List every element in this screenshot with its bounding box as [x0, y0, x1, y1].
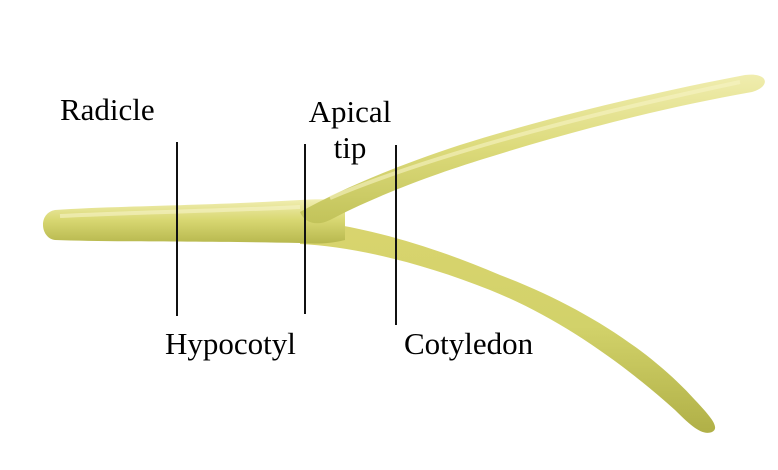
- label-hypocotyl: Hypocotyl: [165, 326, 296, 362]
- label-apical-tip-line2: tip: [300, 130, 400, 166]
- hypocotyl-marker-line: [304, 144, 306, 314]
- label-radicle: Radicle: [60, 92, 155, 128]
- radicle-marker-line: [176, 142, 178, 316]
- label-apical-tip: Apical tip: [300, 94, 400, 166]
- label-cotyledon: Cotyledon: [404, 326, 533, 362]
- apical-tip-marker-line: [395, 145, 397, 325]
- label-apical-tip-line1: Apical: [300, 94, 400, 130]
